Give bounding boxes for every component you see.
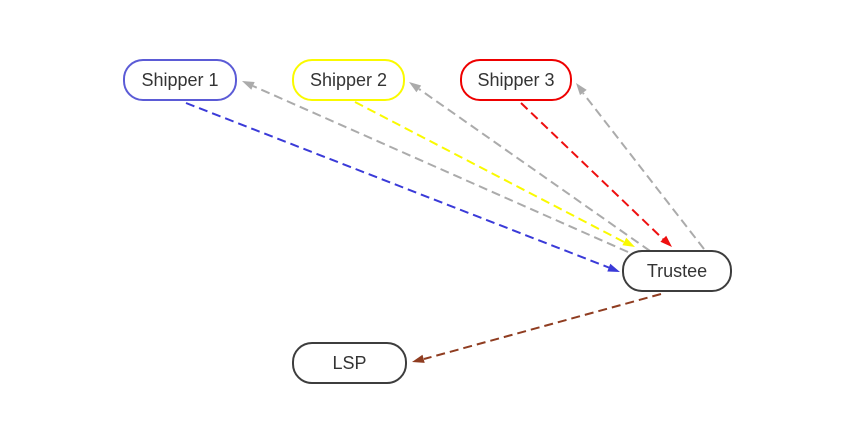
- edge-shipper3-to-trustee: [520, 102, 664, 240]
- edge-trustee-to-shipper1: [252, 85, 629, 253]
- arrowhead-shipper2-to-trustee-icon: [622, 237, 635, 247]
- arrowhead-trustee-to-shipper1-icon: [242, 81, 255, 90]
- edge-trustee-to-shipper2: [418, 88, 651, 252]
- arrowhead-shipper3-to-trustee-icon: [660, 235, 672, 247]
- node-trustee: Trustee: [622, 250, 732, 292]
- node-shipper-3-label: Shipper 3: [477, 69, 555, 90]
- node-shipper-2: Shipper 2: [292, 59, 405, 101]
- edge-shipper2-to-trustee: [354, 101, 625, 243]
- edge-trustee-to-shipper3: [582, 92, 705, 250]
- edge-shipper1-to-trustee: [185, 102, 611, 269]
- edge-trustee-to-lsp: [423, 293, 662, 360]
- arrowhead-trustee-to-shipper3-icon: [576, 83, 587, 96]
- node-lsp: LSP: [292, 342, 407, 384]
- arrowhead-shipper1-to-trustee-icon: [607, 263, 620, 272]
- node-shipper-1-label: Shipper 1: [141, 69, 219, 90]
- arrowhead-trustee-to-lsp-icon: [412, 354, 425, 363]
- arrowhead-trustee-to-shipper2-icon: [409, 82, 422, 93]
- node-lsp-label: LSP: [332, 352, 367, 373]
- node-shipper-1: Shipper 1: [123, 59, 237, 101]
- node-shipper-2-label: Shipper 2: [309, 69, 388, 90]
- node-shipper-3: Shipper 3: [460, 59, 572, 101]
- node-trustee-label: Trustee: [646, 260, 708, 281]
